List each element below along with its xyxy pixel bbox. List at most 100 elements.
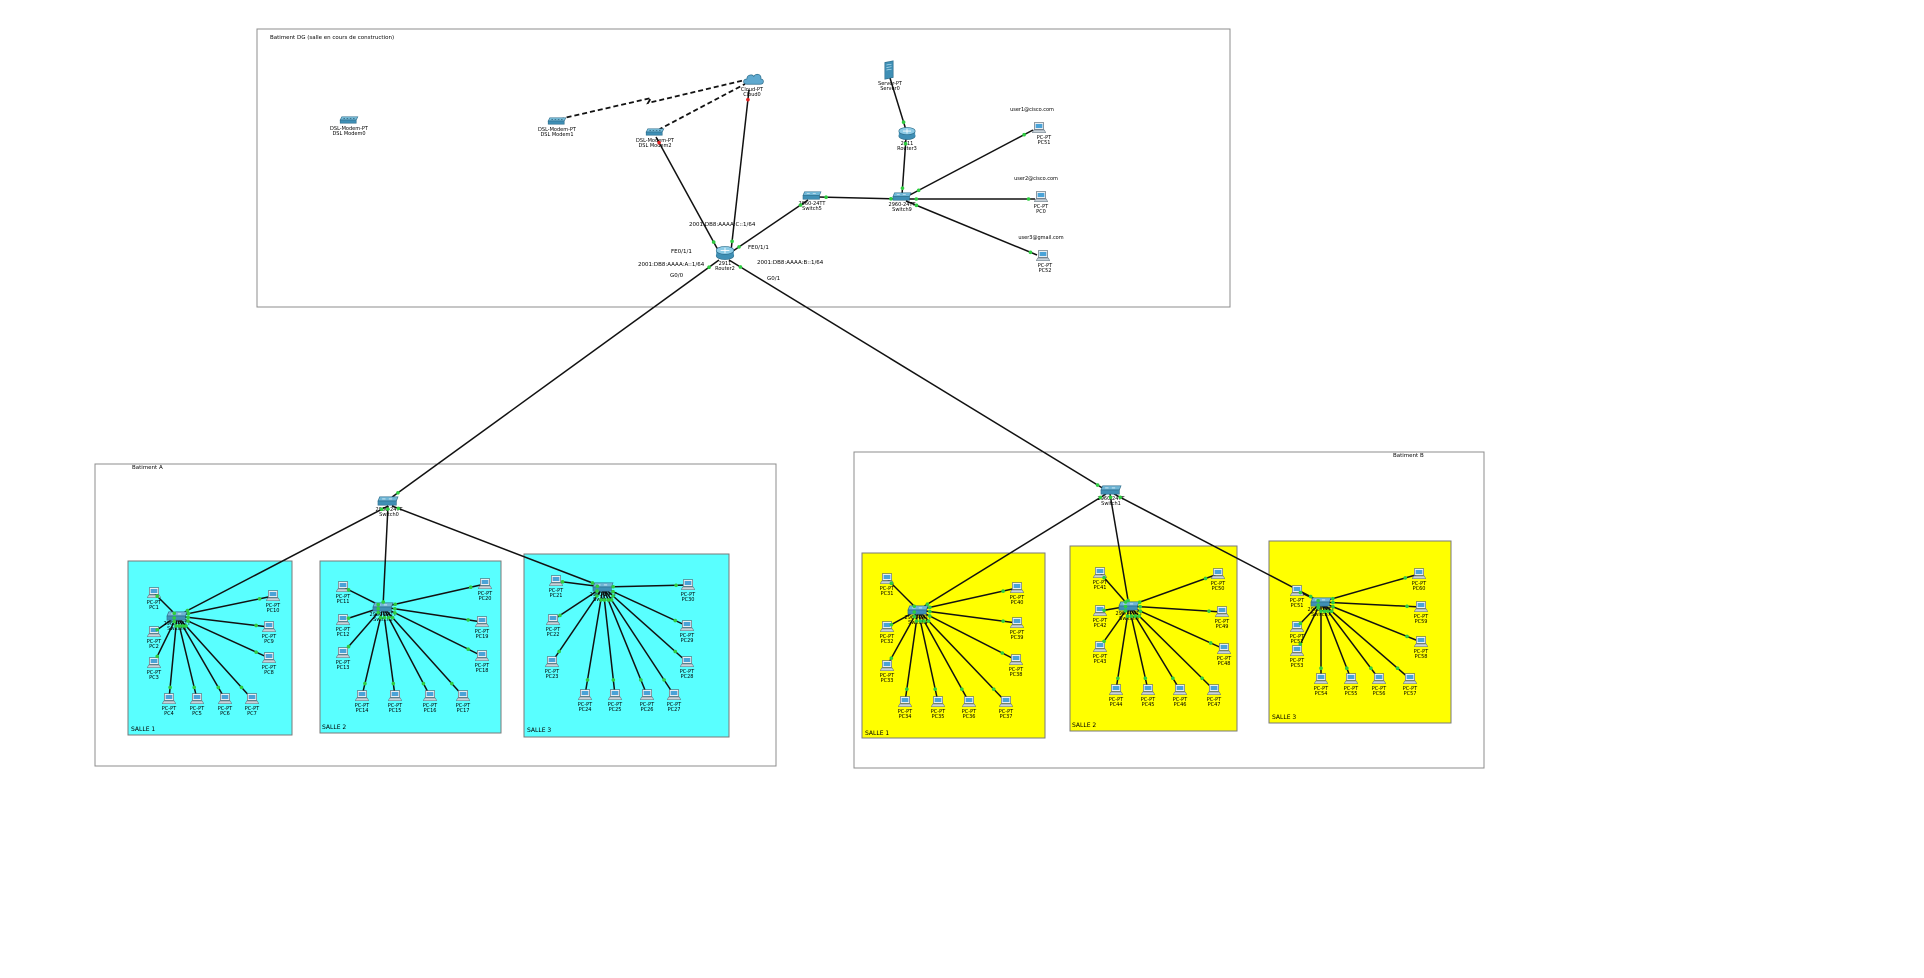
- port-status-indicator: [595, 594, 599, 598]
- port-status-indicator: [1319, 666, 1323, 671]
- device-router2[interactable]: 2911 Router2: [715, 246, 735, 272]
- port-status-indicator: [602, 598, 607, 602]
- device-pc51[interactable]: user1@cisco.com PC-PT PC51: [1010, 107, 1054, 146]
- device-pc0[interactable]: user2@cisco.com PC-PT PC0: [1014, 176, 1058, 215]
- svg-text:PC-PT: PC-PT: [608, 702, 623, 708]
- port-status-indicator: [1207, 609, 1211, 613]
- port-status-indicator: [590, 581, 595, 585]
- link-b2-pc: [1128, 605, 1181, 691]
- port-status-indicator: [673, 618, 678, 623]
- svg-text:PC-PT: PC-PT: [667, 702, 682, 708]
- device-dsl-modem0[interactable]: DSL-Modem-PT DSL Modem0: [330, 116, 369, 137]
- device-router3[interactable]: 2911 Router3: [897, 127, 917, 152]
- device-switch5[interactable]: 2960-24TT Switch5: [799, 191, 827, 212]
- port-status-indicator: [611, 584, 615, 589]
- port-status-indicator: [1108, 495, 1113, 500]
- device-switch9[interactable]: 2960-24TT Switch9: [889, 192, 917, 213]
- svg-text:PC29: PC29: [681, 638, 694, 644]
- port-status-indicator: [1102, 639, 1106, 644]
- svg-text:PC-PT: PC-PT: [1211, 581, 1226, 587]
- link-b1-pc: [917, 609, 1007, 703]
- device-switch0[interactable]: 2960-24TT Switch0: [376, 496, 404, 518]
- svg-text:PC-PT: PC-PT: [147, 670, 162, 676]
- device-cloud0[interactable]: Cloud-PT Cloud0: [741, 73, 764, 98]
- device-pc52[interactable]: user3@gmail.com PC-PT PC52: [1018, 235, 1063, 274]
- svg-text:PC19: PC19: [476, 634, 489, 640]
- device-switch1[interactable]: 2960-24TT Switch1: [1098, 485, 1126, 507]
- device-dsl-modem2[interactable]: DSL-Modem-PT DSL Modem2: [636, 128, 675, 149]
- device-dsl-modem1[interactable]: DSL-Modem-PT DSL Modem1: [538, 117, 577, 138]
- device-server0[interactable]: Server-PT Server0: [878, 60, 903, 92]
- link-b2-pc: [1115, 605, 1130, 691]
- port-status-indicator: [172, 611, 177, 616]
- svg-text:Router2: Router2: [715, 266, 735, 272]
- svg-text:PC4: PC4: [164, 711, 174, 717]
